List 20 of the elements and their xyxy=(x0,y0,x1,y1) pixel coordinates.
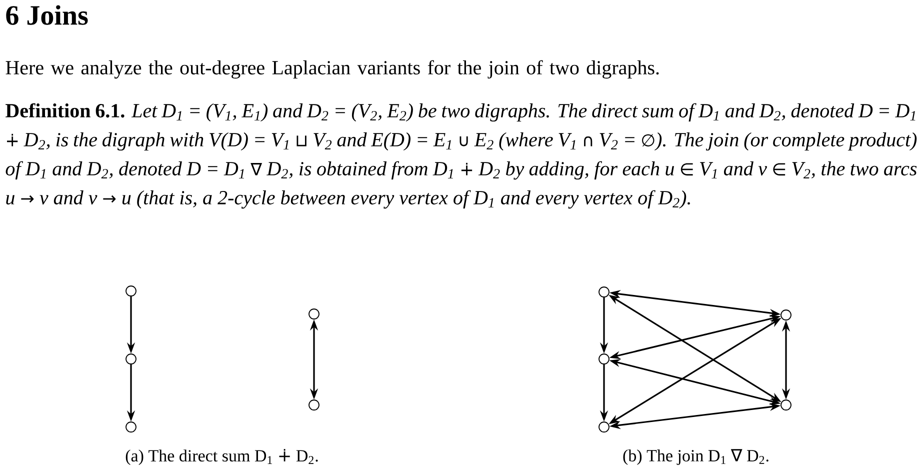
label: of D$_{1}$ and D$_{2}$, denoted D = D$_{1}$ ∇ D$_{2}$, is obtained from D$_{1}$ ∔ D$_{2}$ by adding, for each u ∈ V$_{1}$ and v ∈ V$_{2}$, the two arcs xyxy=(6,161,917,180)
vertex-circle xyxy=(308,400,320,410)
vertex-circle xyxy=(598,286,610,298)
vertex-circle xyxy=(126,286,136,296)
vertex-circle xyxy=(308,308,320,320)
vertex-circle xyxy=(598,422,610,432)
vertex-circle xyxy=(126,422,136,432)
label: Let D$_{1}$ = (V$_{1}$, E$_{1}$) and D$_{2}$ = (V$_{2}$, E$_{2}$) be two digraphs. The direct sum of D$_{1}$ and D$_{2}$, denoted D = D$_{1}$ xyxy=(131,103,916,122)
label: ∔ D$_{2}$, is the digraph with V(D) = V$_{1}$ ⊔ V$_{2}$ and E(D) = E$_{1}$ ∪ E$_{2}$ (where V$_{1}$ ∩ V$_{2}$ = ∅). The join (or complete product) xyxy=(7,132,917,151)
caption: (b) The join D$_{1}$ ∇ D$_{2}$. xyxy=(623,449,768,465)
caption: (a) The direct sum D$_{1}$ ∔ D$_{2}$. xyxy=(126,449,318,465)
label: u → v and v → u (that is, a 2-cycle between every vertex of D$_{1}$ and every vertex of D$_{2}$). xyxy=(6,190,690,209)
vertex-circle xyxy=(780,310,792,320)
vertex-circle xyxy=(598,354,610,364)
vertex-circle xyxy=(780,400,792,410)
paragraph: Here we analyze the out-degree Laplacian variants for the join of two digraphs. xyxy=(6,60,659,79)
vertex-circle xyxy=(126,354,136,364)
label: Definition 6.1. xyxy=(6,103,124,118)
definition-paragraph: Definition 6.1. Let D$_{1}$ = (V$_{1}$, E$_{1}$) and D$_{2}$ = (V$_{2}$, E$_{2}$) be two digraphs. The direct sum of D$_{1}$ and D$_{2}$, denoted D = D$_{1}$ ∔ D$_{2}$, is the digraph with V(D) = V$_{1}$ ⊔ V$_{2}$ and E(D) = E$_{1}$ ∪ E$_{2}$ (where V$_{1}$ ∩ V$_{2}$ = ∅). The join (or complete product) of D$_{1}$ and D$_{2}$, denoted D = D$_{1}$ ∇ D$_{2}$, is obtained from D$_{1}$ ∔ D$_{2}$ by adding, for each u ∈ V$_{1}$ and v ∈ V$_{2}$, the two arcs u → v and v → u (that is, a 2-cycle between every vertex of D$_{1}$ and every vertex of D$_{2}$). xyxy=(6,103,917,209)
section-title: 6 Joins xyxy=(6,5,88,25)
